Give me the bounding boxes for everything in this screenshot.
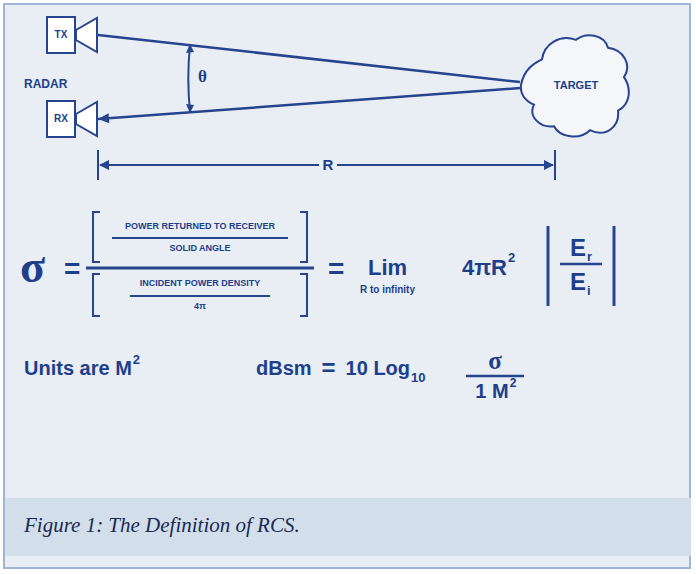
numerator-text: POWER RETURNED TO RECEIVER <box>125 222 275 231</box>
limit-text: Lim <box>368 257 407 279</box>
field-symbol: E <box>570 236 586 260</box>
denominator-text: INCIDENT POWER DENSITY <box>140 279 261 288</box>
equals-sign: = <box>64 255 80 283</box>
dimension-tick <box>554 150 556 180</box>
signal-path <box>98 35 520 82</box>
abs-bar <box>547 226 550 306</box>
node-label: TX <box>55 30 68 40</box>
fraction-line <box>560 263 602 266</box>
bracket <box>300 212 307 262</box>
fraction-line <box>86 267 314 270</box>
superscript: 2 <box>133 353 140 366</box>
arrowhead <box>99 160 109 170</box>
abs-bar <box>613 226 616 306</box>
rcs-symbol: σ <box>20 244 45 290</box>
antenna-unit: TX <box>46 16 98 54</box>
fraction-line <box>112 237 288 239</box>
fraction-line <box>130 295 270 297</box>
antenna-outline <box>46 100 98 138</box>
subscript: r <box>587 250 592 263</box>
range-label: R <box>319 157 338 172</box>
bracket <box>300 274 307 316</box>
formula-term: 4πR <box>462 257 507 279</box>
radar-box <box>47 17 75 53</box>
unit-name: dBsm <box>256 358 312 378</box>
formula-term: 10 Log <box>346 358 410 378</box>
formula-term: 1 M <box>475 381 508 401</box>
units-text: Units are M <box>24 358 132 378</box>
figure-caption: Figure 1: The Definition of RCS. <box>24 514 300 537</box>
angle-arc <box>188 45 190 112</box>
rcs-symbol: σ <box>488 348 502 373</box>
subscript: i <box>587 284 591 297</box>
bracket <box>93 274 100 316</box>
antenna-outline <box>46 16 98 54</box>
field-symbol: E <box>570 270 586 294</box>
denominator-text: 4π <box>194 302 206 311</box>
dimension-tick <box>97 150 99 180</box>
angle-symbol: θ <box>198 68 207 85</box>
target-shape: TARGET <box>520 30 632 140</box>
superscript: 2 <box>510 377 517 389</box>
equals-sign: = <box>328 255 344 283</box>
equals-sign: = <box>322 356 336 380</box>
superscript: 2 <box>508 251 515 264</box>
radar-box <box>47 101 75 137</box>
target-blob <box>521 35 629 136</box>
node-label: TARGET <box>554 80 598 91</box>
subscript: 10 <box>411 371 425 384</box>
limit-subscript: R to infinity <box>360 285 415 295</box>
signal-path <box>98 88 520 123</box>
side-label: RADAR <box>24 78 67 90</box>
horn-antenna <box>76 102 97 136</box>
antenna-unit: RX <box>46 100 98 138</box>
node-label: RX <box>54 114 68 124</box>
arrowhead <box>544 160 554 170</box>
bracket <box>93 212 100 262</box>
horn-antenna <box>76 18 97 52</box>
numerator-text: SOLID ANGLE <box>169 244 230 253</box>
